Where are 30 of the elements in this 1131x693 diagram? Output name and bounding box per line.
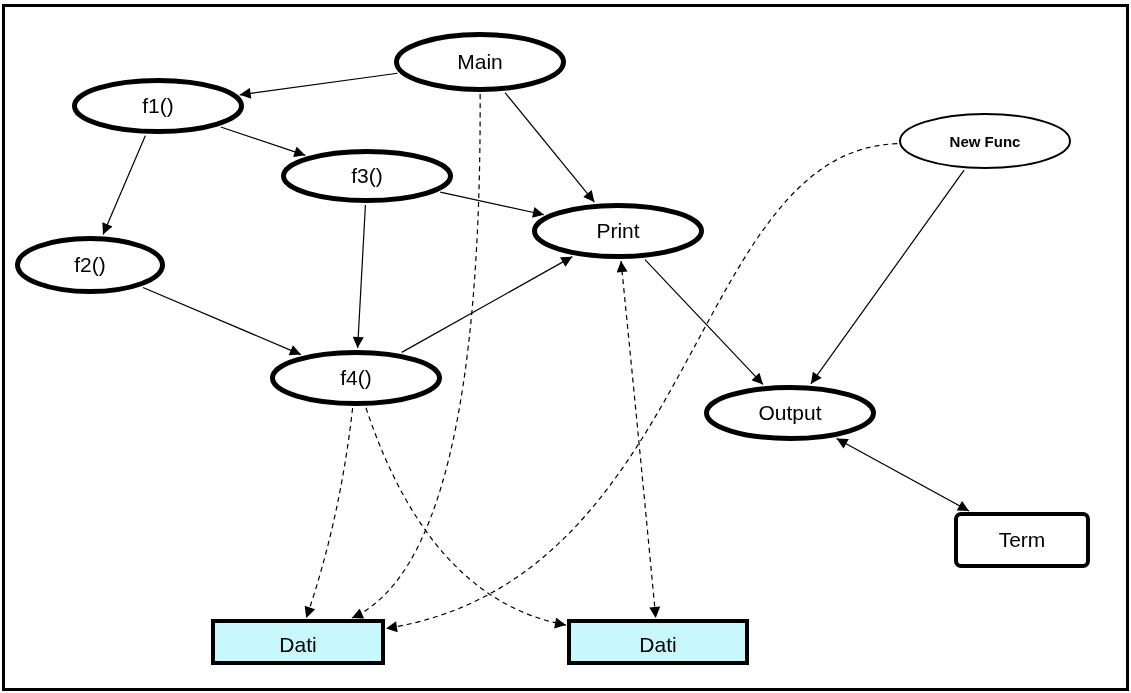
terminal-box	[954, 512, 1090, 568]
node-label: New Func	[949, 132, 1021, 150]
node-label: f2()	[74, 253, 106, 277]
arrow	[239, 72, 399, 99]
dashed-arrow	[385, 143, 898, 631]
arrow	[504, 92, 595, 203]
node-label: Output	[758, 401, 822, 425]
node-label: f3()	[351, 164, 383, 188]
arrow	[439, 191, 545, 218]
arrow	[810, 169, 965, 385]
arrow	[220, 126, 306, 158]
arrow	[142, 286, 302, 356]
node-label: Dati	[639, 633, 677, 657]
dashed-arrow	[351, 93, 481, 619]
data-box	[211, 619, 385, 665]
arrow	[835, 437, 970, 512]
node-label: Term	[998, 528, 1046, 552]
node-label: f4()	[340, 366, 372, 390]
node-label: Dati	[279, 633, 317, 657]
dashed-arrow	[616, 260, 661, 619]
node-label: f1()	[142, 94, 174, 118]
dashed-arrow	[304, 407, 354, 619]
arrow	[644, 258, 764, 386]
node-label: Print	[596, 219, 640, 243]
arrow	[352, 204, 367, 349]
arrow	[401, 256, 573, 353]
dashed-arrow	[365, 407, 567, 628]
arrow	[102, 135, 146, 236]
data-box	[567, 619, 749, 665]
node-label: Main	[457, 50, 503, 74]
